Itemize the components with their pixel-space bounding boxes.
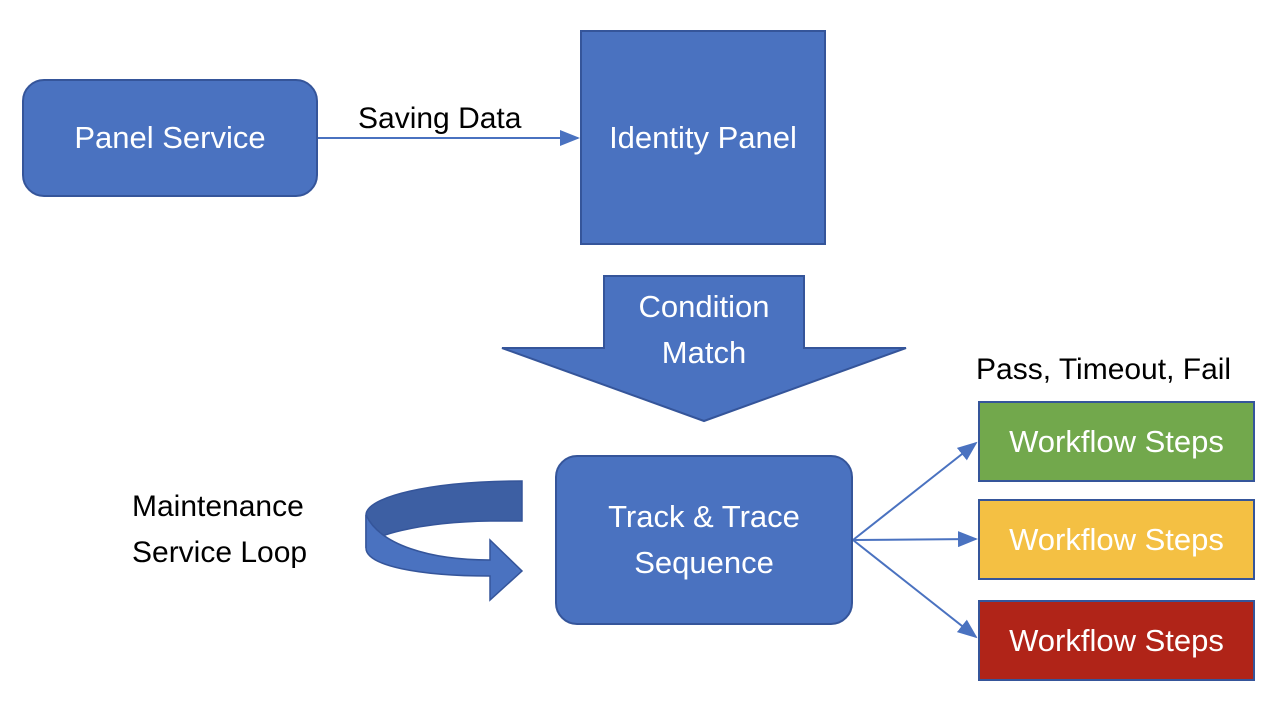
maintenance-loop-label: Maintenance Service Loop — [132, 484, 307, 576]
workflow-steps-timeout: Workflow Steps — [978, 499, 1255, 580]
workflow-timeout-label: Workflow Steps — [1009, 521, 1224, 557]
identity-panel-label: Identity Panel — [609, 119, 797, 155]
workflow-pass-label: Workflow Steps — [1009, 423, 1224, 459]
maintenance-line-1: Maintenance — [132, 490, 304, 523]
saving-data-label: Saving Data — [358, 102, 522, 135]
identity-panel-node: Identity Panel — [580, 30, 826, 245]
connector-timeout — [852, 531, 978, 548]
connector-pass — [852, 441, 978, 541]
loop-arrow-icon — [365, 480, 524, 602]
condition-match-line-2: Match — [661, 335, 747, 370]
workflow-steps-fail: Workflow Steps — [978, 600, 1255, 681]
track-trace-line-2: Sequence — [634, 545, 774, 580]
workflow-fail-label: Workflow Steps — [1009, 622, 1224, 658]
workflow-steps-pass: Workflow Steps — [978, 401, 1255, 482]
condition-match-label: Condition Match — [604, 284, 804, 376]
panel-service-node: Panel Service — [22, 79, 318, 197]
condition-match-arrow — [501, 275, 907, 423]
track-trace-line-1: Track & Trace — [608, 499, 800, 534]
outcomes-label: Pass, Timeout, Fail — [976, 353, 1232, 386]
connector-fail — [852, 539, 978, 639]
panel-service-label: Panel Service — [74, 120, 266, 155]
track-trace-node: Track & Trace Sequence — [555, 455, 853, 625]
condition-match-line-1: Condition — [638, 289, 770, 324]
maintenance-line-2: Service Loop — [132, 536, 308, 569]
